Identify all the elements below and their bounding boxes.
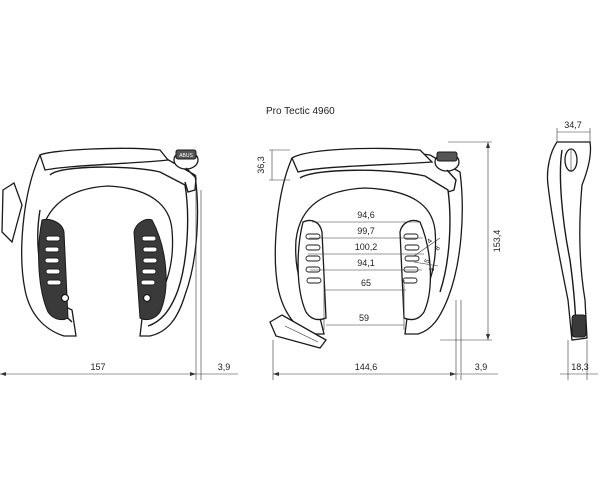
dim-arc-2: 8 <box>434 245 442 252</box>
brand-mark: ABUS <box>179 153 193 159</box>
lock-back-view: 94,6 99,7 100,2 94,1 65 59 4 8 5 5 36,3 … <box>256 141 502 380</box>
dim-inner-4: 94,1 <box>357 258 375 268</box>
drawing-title: Pro Tectic 4960 <box>266 106 335 117</box>
dim-width-back: 144,6 <box>355 362 378 372</box>
right-slots <box>140 235 158 286</box>
dim-side-top: 34,7 <box>564 120 582 130</box>
dim-arc-3: 5 <box>424 258 432 265</box>
dim-offset-front: 3,9 <box>218 362 231 372</box>
dim-inner-5: 65 <box>361 278 371 288</box>
arc-dimensions: 4 8 5 5 <box>413 238 442 273</box>
dim-inner-6: 59 <box>359 313 369 323</box>
dim-arc-1: 4 <box>426 238 434 246</box>
lock-front-view: ABUS 157 3,9 <box>0 147 238 380</box>
dim-arc-4: 5 <box>428 266 436 273</box>
dim-height-total: 153,4 <box>492 230 502 253</box>
inner-dimensions: 94,6 99,7 100,2 94,1 65 59 <box>308 210 424 330</box>
dim-inner-3: 100,2 <box>355 242 378 252</box>
dim-width-front: 157 <box>90 362 105 372</box>
dim-offset-back: 3,9 <box>475 362 488 372</box>
lock-side-view: 34,7 18,3 <box>546 120 598 380</box>
dim-height-top: 36,3 <box>256 156 266 174</box>
dim-inner-2: 99,7 <box>357 226 375 236</box>
left-slots <box>44 235 62 286</box>
dim-inner-1: 94,6 <box>357 210 375 220</box>
dim-side-bottom: 18,3 <box>571 362 589 372</box>
